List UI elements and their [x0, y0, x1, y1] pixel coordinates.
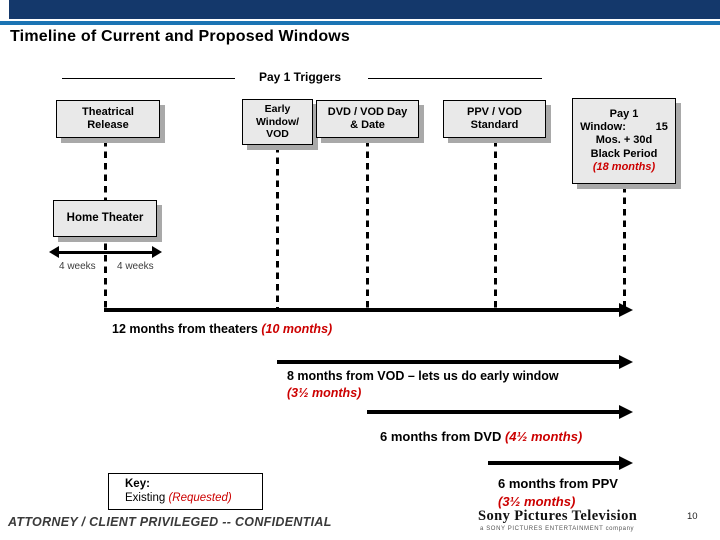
key-title: Key: [125, 478, 150, 490]
top-banner-stripe [0, 20, 720, 25]
arrow-6-months-ppv-line [488, 461, 620, 465]
arrow-12-months-head [619, 303, 633, 317]
box-dvd-vod-day-date: DVD / VOD Day & Date [316, 100, 419, 138]
label-8-months-black: 8 months from VOD – lets us do early win… [287, 369, 559, 383]
box-pay1-line2-left: Window: [580, 121, 626, 134]
box-early-line2: Window/ [255, 115, 300, 128]
dash-ppv [494, 140, 497, 308]
four-weeks-arrowhead-left [49, 246, 59, 258]
box-home-theater: Home Theater [53, 200, 157, 237]
arrow-12-months-line [104, 308, 620, 312]
box-pay1-duration: (18 months) [592, 160, 656, 173]
triggers-label: Pay 1 Triggers [258, 70, 342, 84]
box-theatrical-release: Theatrical Release [56, 100, 160, 138]
box-pay1-line1: Pay 1 [609, 108, 639, 121]
sony-pictures-logo-subtext: a SONY PICTURES ENTERTAINMENT company [480, 526, 635, 532]
label-12-months-red: (10 months) [261, 322, 333, 336]
triggers-line-right [368, 78, 542, 80]
box-early-window-vod: Early Window/ VOD [242, 99, 313, 145]
key-requested: (Requested) [168, 492, 232, 505]
arrow-6-months-dvd-line [367, 410, 620, 414]
label-6-months-ppv-black: 6 months from PPV [498, 476, 618, 491]
label-8-months-red: (3½ months) [287, 385, 362, 400]
four-weeks-label-right: 4 weeks [117, 261, 154, 272]
box-home-theater-label: Home Theater [66, 211, 144, 224]
box-theatrical-line1: Theatrical [82, 105, 134, 118]
box-dvd-line1: DVD / VOD Day [327, 105, 408, 118]
label-12-months-black: 12 months from theaters [112, 322, 262, 336]
box-ppv-vod-standard: PPV / VOD Standard [443, 100, 546, 138]
box-pay1-line3: Mos. + 30d [595, 134, 653, 147]
four-weeks-arrow-line [57, 251, 153, 254]
key-existing: Existing [125, 492, 169, 505]
four-weeks-arrowhead-right [152, 246, 162, 258]
key-entries: Existing (Requested) [125, 491, 262, 505]
box-pay1-line4: Black Period [590, 147, 658, 160]
key-box: Key: Existing (Requested) [108, 473, 263, 510]
page-number: 10 [687, 511, 698, 522]
box-ppv-line2: Standard [470, 119, 519, 131]
arrow-6-months-dvd-head [619, 405, 633, 419]
box-early-line1: Early [264, 103, 291, 116]
triggers-line-left [62, 78, 235, 80]
label-6-months-ppv-red: (3½ months) [498, 493, 576, 509]
box-early-line3: VOD [266, 128, 289, 141]
label-12-months: 12 months from theaters (10 months) [112, 321, 332, 338]
arrow-6-months-ppv-head [619, 456, 633, 470]
label-6-months-dvd: 6 months from DVD (4½ months) [380, 428, 582, 446]
box-pay1-line2: Window: 15 [580, 121, 668, 134]
box-pay1-line2-right: 15 [655, 121, 668, 134]
dash-dvd [366, 140, 369, 308]
sony-pictures-logo: Sony Pictures Television [478, 508, 638, 524]
arrow-8-months-line [277, 360, 620, 364]
arrow-8-months-head [619, 355, 633, 369]
label-8-months: 8 months from VOD – lets us do early win… [287, 368, 559, 402]
confidential-notice: ATTORNEY / CLIENT PRIVILEGED -- CONFIDEN… [8, 515, 332, 529]
dash-early-window [276, 146, 279, 308]
box-dvd-line2: & Date [350, 119, 385, 131]
label-6-months-ppv: 6 months from PPV (3½ months) [498, 475, 618, 510]
label-6-months-dvd-red: (4½ months) [504, 429, 583, 444]
four-weeks-label-left: 4 weeks [59, 261, 96, 272]
page-title: Timeline of Current and Proposed Windows [10, 28, 351, 45]
label-6-months-dvd-black: 6 months from DVD [380, 429, 505, 444]
box-theatrical-line2: Release [87, 119, 129, 131]
box-ppv-line1: PPV / VOD [466, 105, 523, 118]
dash-pay1 [623, 186, 626, 308]
box-pay1-window: Pay 1 Window: 15 Mos. + 30d Black Period… [572, 98, 676, 184]
top-banner-navy [9, 0, 720, 19]
